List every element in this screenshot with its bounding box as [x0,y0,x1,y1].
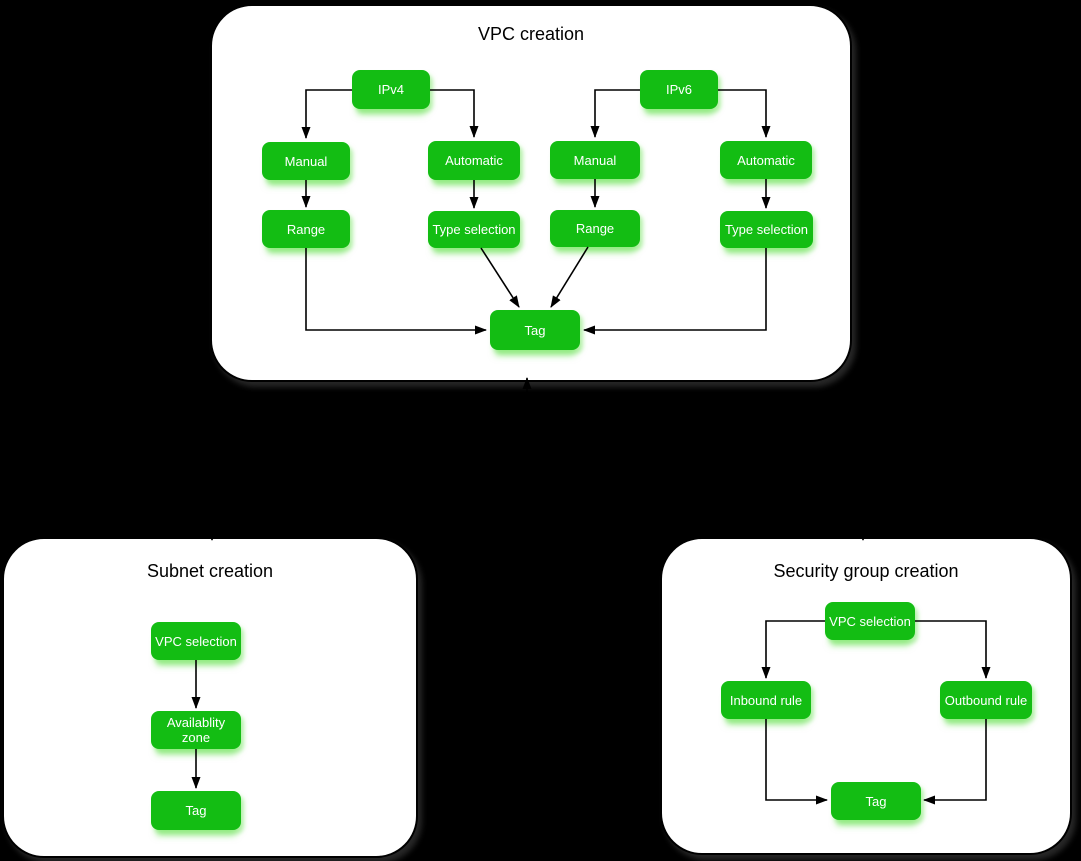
node-type-selection-ipv6: Type selection [720,211,813,248]
node-security-tag: Tag [831,782,921,820]
node-security-vpc-selection: VPC selection [825,602,915,640]
node-outbound-rule: Outbound rule [940,681,1032,719]
security-group-creation-container: Security group creation VPC selection In… [660,537,1072,855]
node-range-ipv4: Range [262,210,350,248]
subnet-creation-container: Subnet creation VPC selection Availablit… [2,537,418,858]
node-range-ipv6: Range [550,210,640,247]
node-inbound-rule: Inbound rule [721,681,811,719]
node-subnet-vpc-selection: VPC selection [151,622,241,660]
node-manual-ipv6: Manual [550,141,640,179]
subnet-creation-title: Subnet creation [146,561,274,581]
node-availability-zone: Availablity zone [151,711,241,749]
vpc-creation-container: VPC creation IPv4 IPv6 Manual Automatic … [210,4,852,382]
security-group-creation-title: Security group creation [773,561,959,581]
node-ipv6: IPv6 [640,70,718,109]
node-type-selection-ipv4: Type selection [428,211,520,248]
node-subnet-tag: Tag [151,791,241,830]
node-automatic-ipv6: Automatic [720,141,812,179]
vpc-creation-title: VPC creation [477,24,585,44]
node-ipv4: IPv4 [352,70,430,109]
node-manual-ipv4: Manual [262,142,350,180]
node-automatic-ipv4: Automatic [428,141,520,180]
node-vpc-tag: Tag [490,310,580,350]
